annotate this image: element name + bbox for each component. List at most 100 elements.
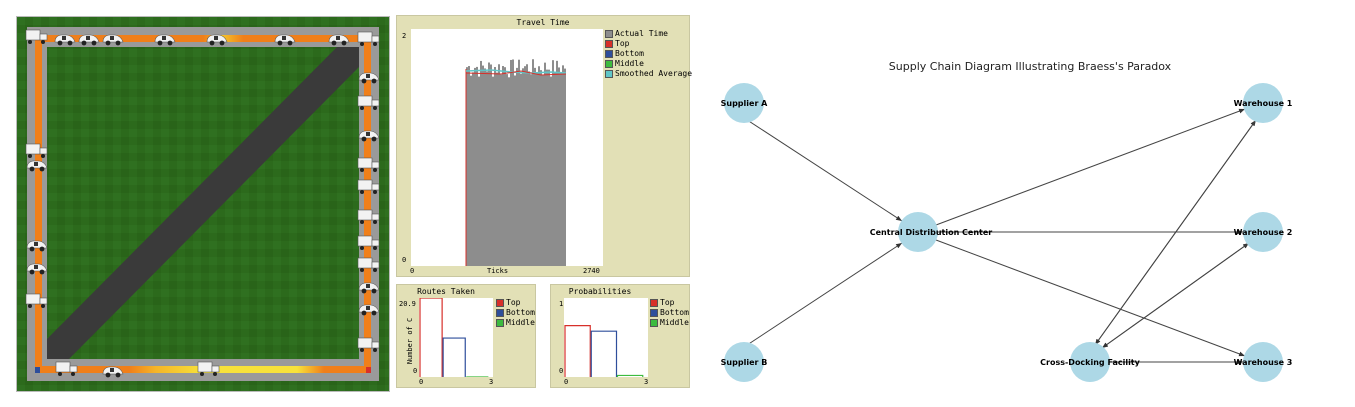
histogram-bar — [564, 325, 591, 377]
actual-time-gap — [478, 69, 480, 77]
actual-time-spike — [556, 60, 558, 69]
legend-entry: Top — [650, 298, 689, 308]
truck-icon — [357, 179, 381, 199]
node-warehouse-2 — [1243, 212, 1283, 252]
actual-time-spike — [480, 60, 482, 69]
truck-icon — [357, 31, 381, 51]
legend-label: Bottom — [506, 308, 535, 317]
legend-entry: Bottom — [605, 49, 692, 59]
edge-central-warehouse-1 — [935, 108, 1246, 226]
right-road — [364, 35, 371, 373]
legend-label: Middle — [506, 318, 535, 327]
label-warehouse-3: Warehouse 3 — [1234, 358, 1293, 367]
edge-central-warehouse-3 — [935, 239, 1246, 357]
traffic-world-view[interactable] — [16, 16, 390, 392]
y-max-tick: 1 — [559, 300, 564, 308]
legend-label: Bottom — [660, 308, 689, 317]
actual-time-spike — [474, 67, 476, 69]
probabilities-plot-area — [564, 298, 648, 377]
car-icon — [153, 31, 177, 51]
left-road — [35, 35, 42, 373]
legend-swatch — [650, 309, 658, 317]
legend-label: Middle — [615, 59, 644, 68]
y-min-tick: 0 — [402, 256, 407, 264]
car-icon — [101, 31, 125, 51]
probabilities-svg — [564, 325, 644, 377]
smoothed-average-line — [465, 69, 567, 74]
label-cross-dock: Cross-Docking Facility — [1040, 358, 1140, 367]
legend-label: Top — [506, 298, 521, 307]
legend-swatch — [605, 40, 613, 48]
actual-time-spike — [484, 68, 486, 69]
label-central: Central Distribution Center — [870, 228, 993, 237]
actual-time-spike — [524, 66, 526, 69]
legend-swatch — [605, 70, 613, 78]
travel-time-plot-area — [411, 29, 603, 266]
car-icon — [53, 31, 77, 51]
actual-time-spike — [558, 67, 560, 69]
actual-time-gap — [492, 69, 494, 77]
world-canvas — [17, 17, 389, 391]
legend-swatch — [650, 319, 658, 327]
edge-warehouse-2-cross-dock — [1101, 242, 1250, 349]
actual-time-spike — [510, 59, 512, 69]
legend-swatch — [496, 309, 504, 317]
actual-time-spike — [468, 66, 470, 69]
histogram-bar — [616, 374, 644, 377]
truck-icon — [55, 361, 79, 381]
car-icon — [327, 31, 351, 51]
edge-supplier-b-central — [737, 242, 903, 352]
actual-time-spike — [512, 59, 514, 69]
car-icon — [357, 279, 381, 299]
legend-entry: Middle — [650, 318, 689, 328]
top-travel-line — [465, 70, 567, 76]
edge-supplier-a-central — [737, 113, 903, 222]
x-min-tick: 0 — [419, 378, 424, 386]
y-min-tick: 0 — [559, 367, 564, 375]
actual-time-spike — [482, 65, 484, 69]
actual-time-gap — [560, 69, 562, 73]
supply-chain-diagram: Supply Chain Diagram Illustrating Braess… — [700, 0, 1340, 407]
truck-icon — [357, 95, 381, 115]
actual-time-gap — [536, 69, 538, 73]
node-central — [898, 212, 938, 252]
car-icon — [77, 31, 101, 51]
x-min-tick: 0 — [564, 378, 569, 386]
diagonal-shortcut-road — [47, 47, 359, 359]
actual-time-gap — [528, 69, 530, 72]
label-supplier-b: Supplier B — [721, 358, 768, 367]
actual-time-spike — [466, 67, 468, 69]
legend-swatch — [496, 319, 504, 327]
travel-time-plot[interactable]: Travel Time 2 0 0 Ticks 2740 Actual Time… — [396, 15, 692, 277]
legend-entry: Middle — [496, 318, 535, 328]
legend-entry: Top — [496, 298, 535, 308]
actual-time-bar — [466, 69, 566, 266]
car-icon — [357, 69, 381, 89]
y-min-tick: 0 — [413, 367, 418, 375]
car-icon — [273, 31, 297, 51]
truck-icon — [357, 337, 381, 357]
legend-entry: Bottom — [496, 308, 535, 318]
histogram-bar — [442, 337, 466, 377]
actual-time-spike — [494, 67, 496, 69]
actual-time-spike — [476, 66, 478, 69]
actual-time-spike — [498, 64, 500, 69]
legend-label: Actual Time — [615, 29, 668, 38]
truck-icon — [357, 157, 381, 177]
legend-entry: Top — [605, 39, 692, 49]
actual-time-gap — [554, 69, 556, 73]
truck-icon — [357, 209, 381, 229]
actual-time-spike — [562, 65, 564, 69]
actual-time-spike — [504, 67, 506, 69]
actual-time-spike — [516, 67, 518, 69]
truck-icon — [197, 361, 221, 381]
routes-taken-svg — [419, 297, 489, 378]
truck-icon — [25, 29, 49, 49]
car-icon — [101, 363, 125, 383]
x-max-tick: 3 — [489, 378, 494, 386]
actual-time-gap — [500, 69, 502, 75]
